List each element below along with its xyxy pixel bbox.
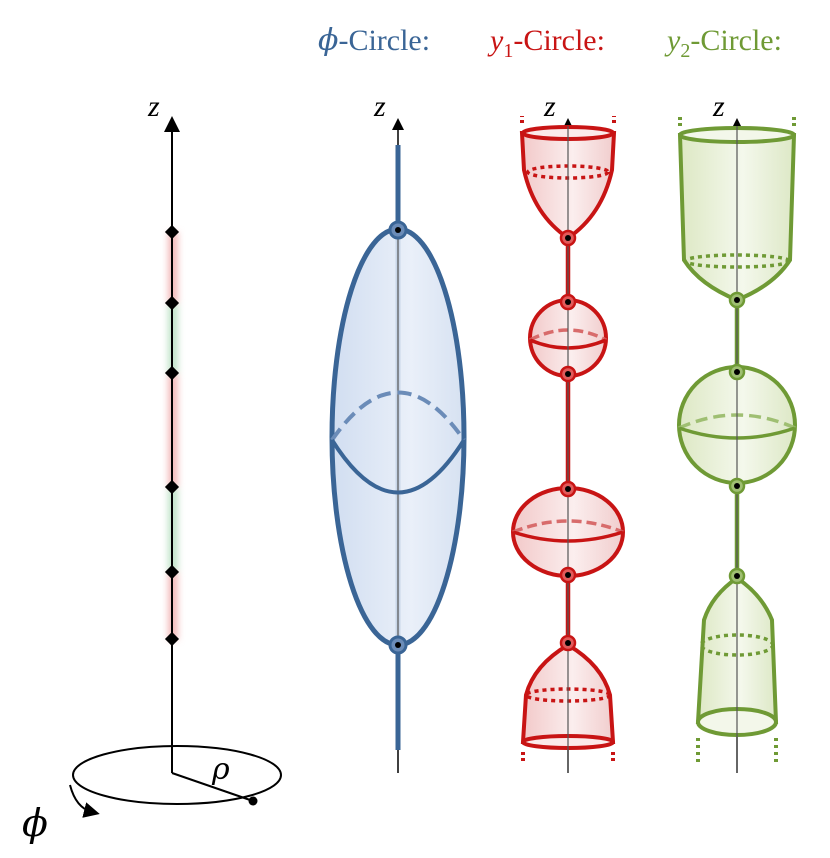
pole-dot	[395, 642, 401, 648]
svg-text:y1-Circle:: y1-Circle:	[487, 24, 605, 62]
header-phi-symbol: ϕ	[318, 23, 338, 58]
node-dot	[734, 369, 740, 375]
node-dot	[734, 573, 740, 579]
header-y1-sub: 1	[503, 40, 513, 62]
svg-text:ϕ-Circle:: ϕ-Circle:	[318, 23, 430, 58]
axis-markers	[164, 224, 180, 647]
coordinate-axis-panel: z ρ ϕ	[22, 90, 282, 845]
phi-axis-label: ϕ	[22, 801, 48, 845]
axis-marker	[164, 564, 180, 580]
header-y2-circle: y2-Circle:	[664, 24, 782, 62]
svg-text:y2-Circle:: y2-Circle:	[664, 24, 782, 62]
z-axis-label: z	[373, 90, 386, 123]
y1-circle-panel: z	[511, 90, 625, 773]
axis-marker	[164, 295, 180, 311]
node-dot	[734, 483, 740, 489]
node-dot	[565, 486, 571, 492]
z-axis-label: z	[147, 90, 160, 123]
phi-circle-panel: z	[329, 90, 467, 773]
node-dot	[734, 297, 740, 303]
header-y2-label: -Circle:	[690, 24, 782, 57]
axis-marker	[164, 631, 180, 647]
z-axis-label: z	[543, 90, 556, 123]
header-phi-label: -Circle:	[338, 24, 430, 57]
rho-radius	[171, 772, 254, 802]
y1-nodes	[559, 229, 577, 652]
equator-back	[330, 390, 466, 442]
z-axis-label: z	[712, 90, 725, 123]
node-dot	[565, 299, 571, 305]
header-y1-label: -Circle:	[513, 24, 605, 57]
axis-marker	[164, 224, 180, 240]
header-y1-circle: y1-Circle:	[487, 24, 605, 62]
header-y1-symbol: y	[487, 24, 504, 57]
y2-circle-panel: z	[677, 90, 797, 773]
node-dot	[565, 371, 571, 377]
header-y2-symbol: y	[664, 24, 681, 57]
node-dot	[565, 572, 571, 578]
header-phi-circle: ϕ-Circle:	[318, 23, 430, 58]
base-circle	[72, 745, 282, 805]
phi-rotation-arrow	[69, 784, 100, 818]
node-dot	[565, 640, 571, 646]
axis-marker	[164, 365, 180, 381]
equator-front	[330, 438, 466, 495]
y2-nodes	[728, 291, 746, 585]
rho-label: ρ	[211, 752, 230, 787]
rho-point	[248, 796, 258, 806]
cup-dotted-ring	[699, 633, 775, 657]
cup-dotted-ring	[683, 253, 791, 269]
axis-marker	[164, 479, 180, 495]
node-dot	[565, 235, 571, 241]
header-y2-sub: 2	[680, 40, 690, 62]
pole-dot	[395, 227, 401, 233]
